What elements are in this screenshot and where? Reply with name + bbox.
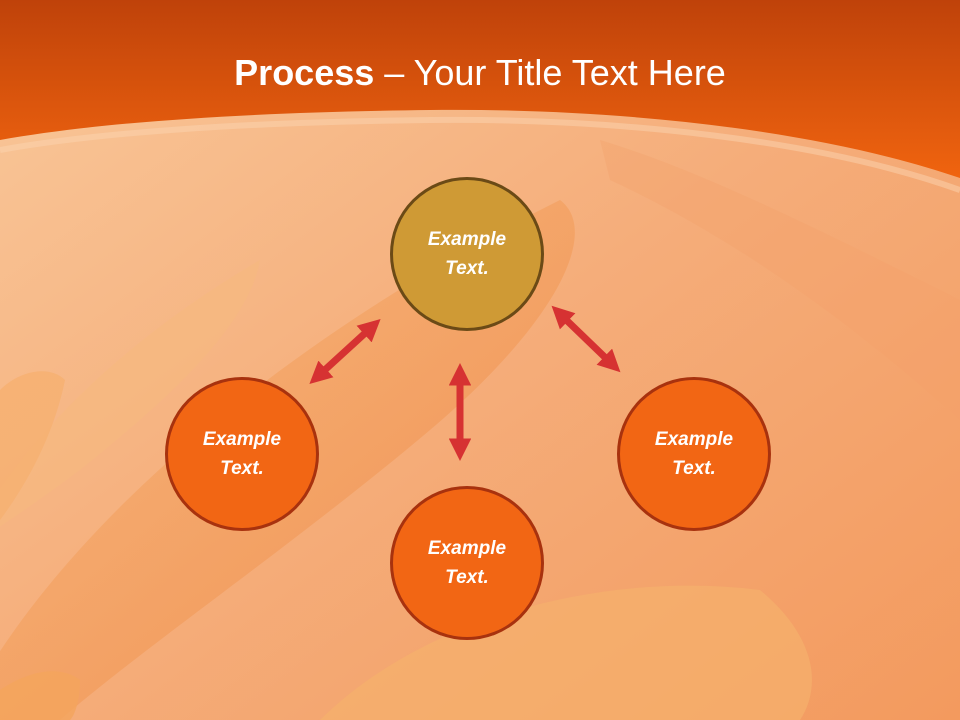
arrow-top-left	[309, 318, 381, 385]
process-node-top: Example Text.	[390, 177, 544, 331]
petal-shape	[320, 585, 812, 720]
slide-title: Process – Your Title Text Here	[0, 52, 960, 94]
title-bold: Process	[234, 52, 375, 93]
process-node-left: Example Text.	[165, 377, 319, 531]
process-node-right: Example Text.	[617, 377, 771, 531]
node-label: Example Text.	[202, 429, 282, 479]
petal-shape	[600, 140, 960, 420]
node-label: Example Text.	[427, 229, 507, 279]
title-rest: – Your Title Text Here	[374, 52, 726, 93]
process-node-bottom: Example Text.	[390, 486, 544, 640]
header-band	[0, 0, 960, 178]
petal-shape	[0, 260, 260, 527]
petal-shape	[0, 671, 80, 720]
node-label: Example Text.	[654, 429, 734, 479]
header-highlight	[0, 116, 960, 193]
arrow-top-right	[551, 305, 621, 373]
petal-shape	[0, 371, 65, 520]
node-label: Example Text.	[427, 538, 507, 588]
